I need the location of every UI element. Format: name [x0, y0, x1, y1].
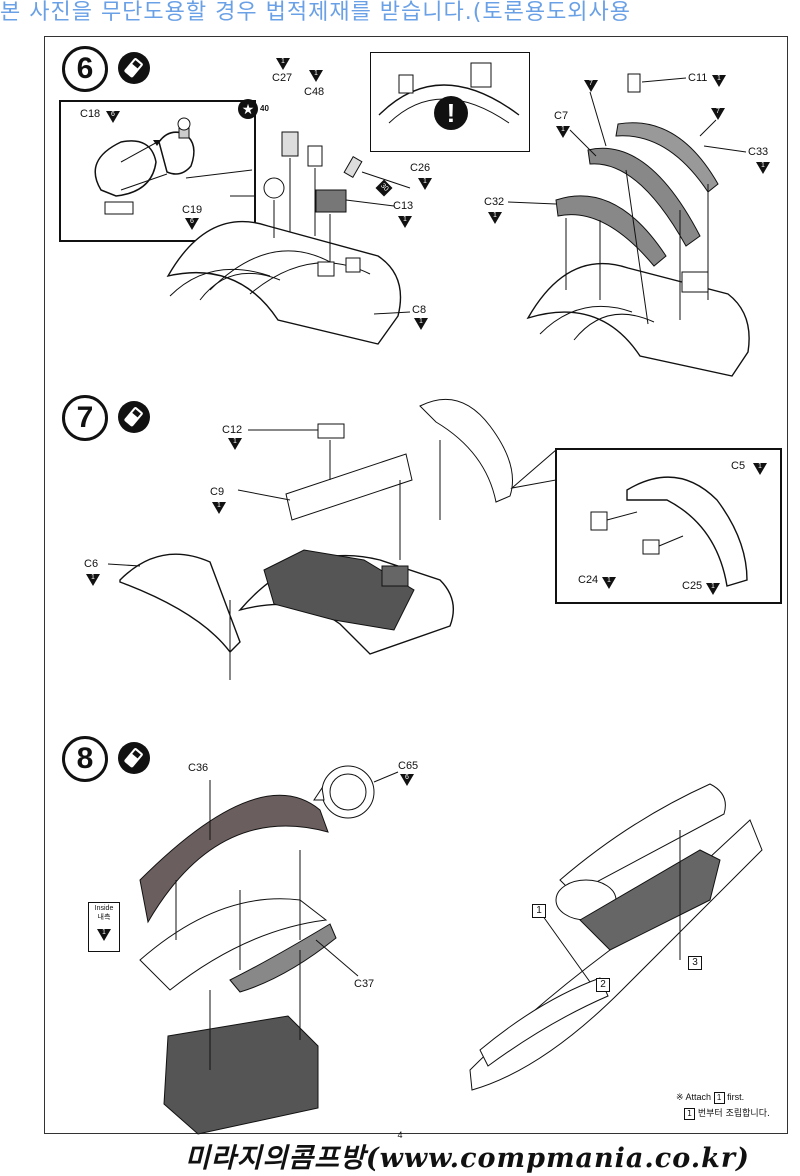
attach-note-ko-text: 번부터 조립합니다. [697, 1109, 770, 1119]
tree-letter: 1 [102, 929, 106, 936]
tree-letter: 1 [761, 162, 765, 169]
label-c65: C65 [398, 760, 419, 772]
watermark-text: 본 사진을 무단도용할 경우 법적제재를 받습니다.(토론용도외사용 [0, 0, 632, 25]
tree-letter: 1 [493, 212, 497, 219]
attach-note-ko-num: 1 [684, 1108, 695, 1120]
label-c9: C9 [210, 486, 225, 498]
label-c8: C8 [412, 304, 427, 316]
part-tree-c24: 1 [602, 577, 616, 589]
cement-icon [118, 401, 150, 433]
part-tree-c25: 1 [706, 583, 720, 595]
part-tree-c8: 1 [414, 318, 428, 330]
sequence-marker-1: 1 [532, 904, 546, 918]
label-c37: C37 [354, 978, 375, 990]
label-c32: C32 [484, 196, 505, 208]
paint-ref-7b: 7 [711, 108, 725, 120]
inside-label-ko: 내측 [97, 913, 111, 921]
step-8-number: 8 [62, 736, 108, 782]
inside-callout: Inside 내측 1 [88, 902, 120, 952]
tree-letter: 1 [281, 58, 285, 65]
attach-note-suffix: first. [727, 1092, 745, 1102]
label-c33: C33 [748, 146, 769, 158]
attach-note-num: 1 [713, 1092, 725, 1104]
attach-note-ko: 1 번부터 조립합니다. [684, 1106, 770, 1120]
label-c12: C12 [222, 424, 243, 436]
part-tree-c19: 6 [185, 218, 199, 230]
label-c48: C48 [304, 86, 325, 98]
paint-letter: 7 [716, 108, 720, 115]
label-c13: C13 [393, 200, 414, 212]
paint-ref-7a: 7 [584, 80, 598, 92]
part-tree-c7: 1 [556, 126, 570, 138]
cement-icon [118, 52, 150, 84]
label-c26: C26 [410, 162, 431, 174]
tree-letter: 1 [403, 216, 407, 223]
tree-letter: 1 [607, 577, 611, 584]
footer-credit: 미라지의콤프방(www.compmania.co.kr) [185, 1143, 750, 1174]
part-tree-c11: 1 [712, 75, 726, 87]
tree-letter: 1 [233, 438, 237, 445]
part-tree-c18: 6 [106, 111, 120, 123]
label-c19: C19 [182, 204, 203, 216]
detail-inset-c18-c19 [59, 100, 256, 242]
detail-inset-c5 [555, 448, 782, 604]
cement-icon [118, 742, 150, 774]
part-tree-c27: 1 [276, 58, 290, 70]
tree-letter: 1 [217, 502, 221, 509]
label-c25: C25 [682, 580, 703, 592]
tree-letter: 1 [758, 463, 762, 470]
tree-letter: 6 [190, 218, 194, 225]
label-c11: C11 [688, 72, 708, 84]
part-tree-c12: 1 [228, 438, 242, 450]
paint-ref-star: 40 [260, 104, 269, 113]
warning-icon: ! [434, 96, 468, 130]
part-tree-c26: 1 [418, 178, 432, 190]
label-c36: C36 [188, 762, 209, 774]
tree-letter: 6 [111, 111, 115, 118]
sequence-marker-3: 3 [688, 956, 702, 970]
warning-inset [370, 52, 530, 152]
label-c7: C7 [554, 110, 569, 122]
tree-letter: 1 [91, 574, 95, 581]
step-7-number: 7 [62, 395, 108, 441]
page-frame [44, 36, 788, 1134]
tree-letter: 1 [423, 178, 427, 185]
inside-label-en: Inside [94, 905, 114, 912]
part-tree-c6: 1 [86, 574, 100, 586]
label-c5: C5 [731, 460, 746, 472]
label-c6: C6 [84, 558, 99, 570]
star-icon: ★ [238, 99, 258, 119]
part-tree-inside: 1 [97, 929, 111, 941]
tree-letter: 6 [405, 774, 409, 781]
part-tree-c65: 6 [400, 774, 414, 786]
tree-letter: 1 [561, 126, 565, 133]
label-c27: C27 [272, 72, 293, 84]
page-number: 4 [397, 1130, 403, 1140]
paint-letter: 7 [589, 80, 593, 87]
part-tree-c5: 1 [753, 463, 767, 475]
part-tree-c9: 1 [212, 502, 226, 514]
sequence-marker-2: 2 [596, 978, 610, 992]
part-tree-c33: 1 [756, 162, 770, 174]
attach-note: ※ Attach 1 first. [676, 1092, 744, 1104]
part-tree-c48: 1 [309, 70, 323, 82]
label-c24: C24 [578, 574, 599, 586]
tree-letter: 1 [717, 75, 721, 82]
tree-letter: 1 [419, 318, 423, 325]
tree-letter: 1 [314, 70, 318, 77]
attach-note-prefix: ※ Attach [676, 1092, 712, 1102]
label-c18: C18 [80, 108, 101, 120]
part-tree-c13: 1 [398, 216, 412, 228]
part-tree-c32: 1 [488, 212, 502, 224]
step-6-number: 6 [62, 46, 108, 92]
tree-letter: 1 [711, 583, 715, 590]
